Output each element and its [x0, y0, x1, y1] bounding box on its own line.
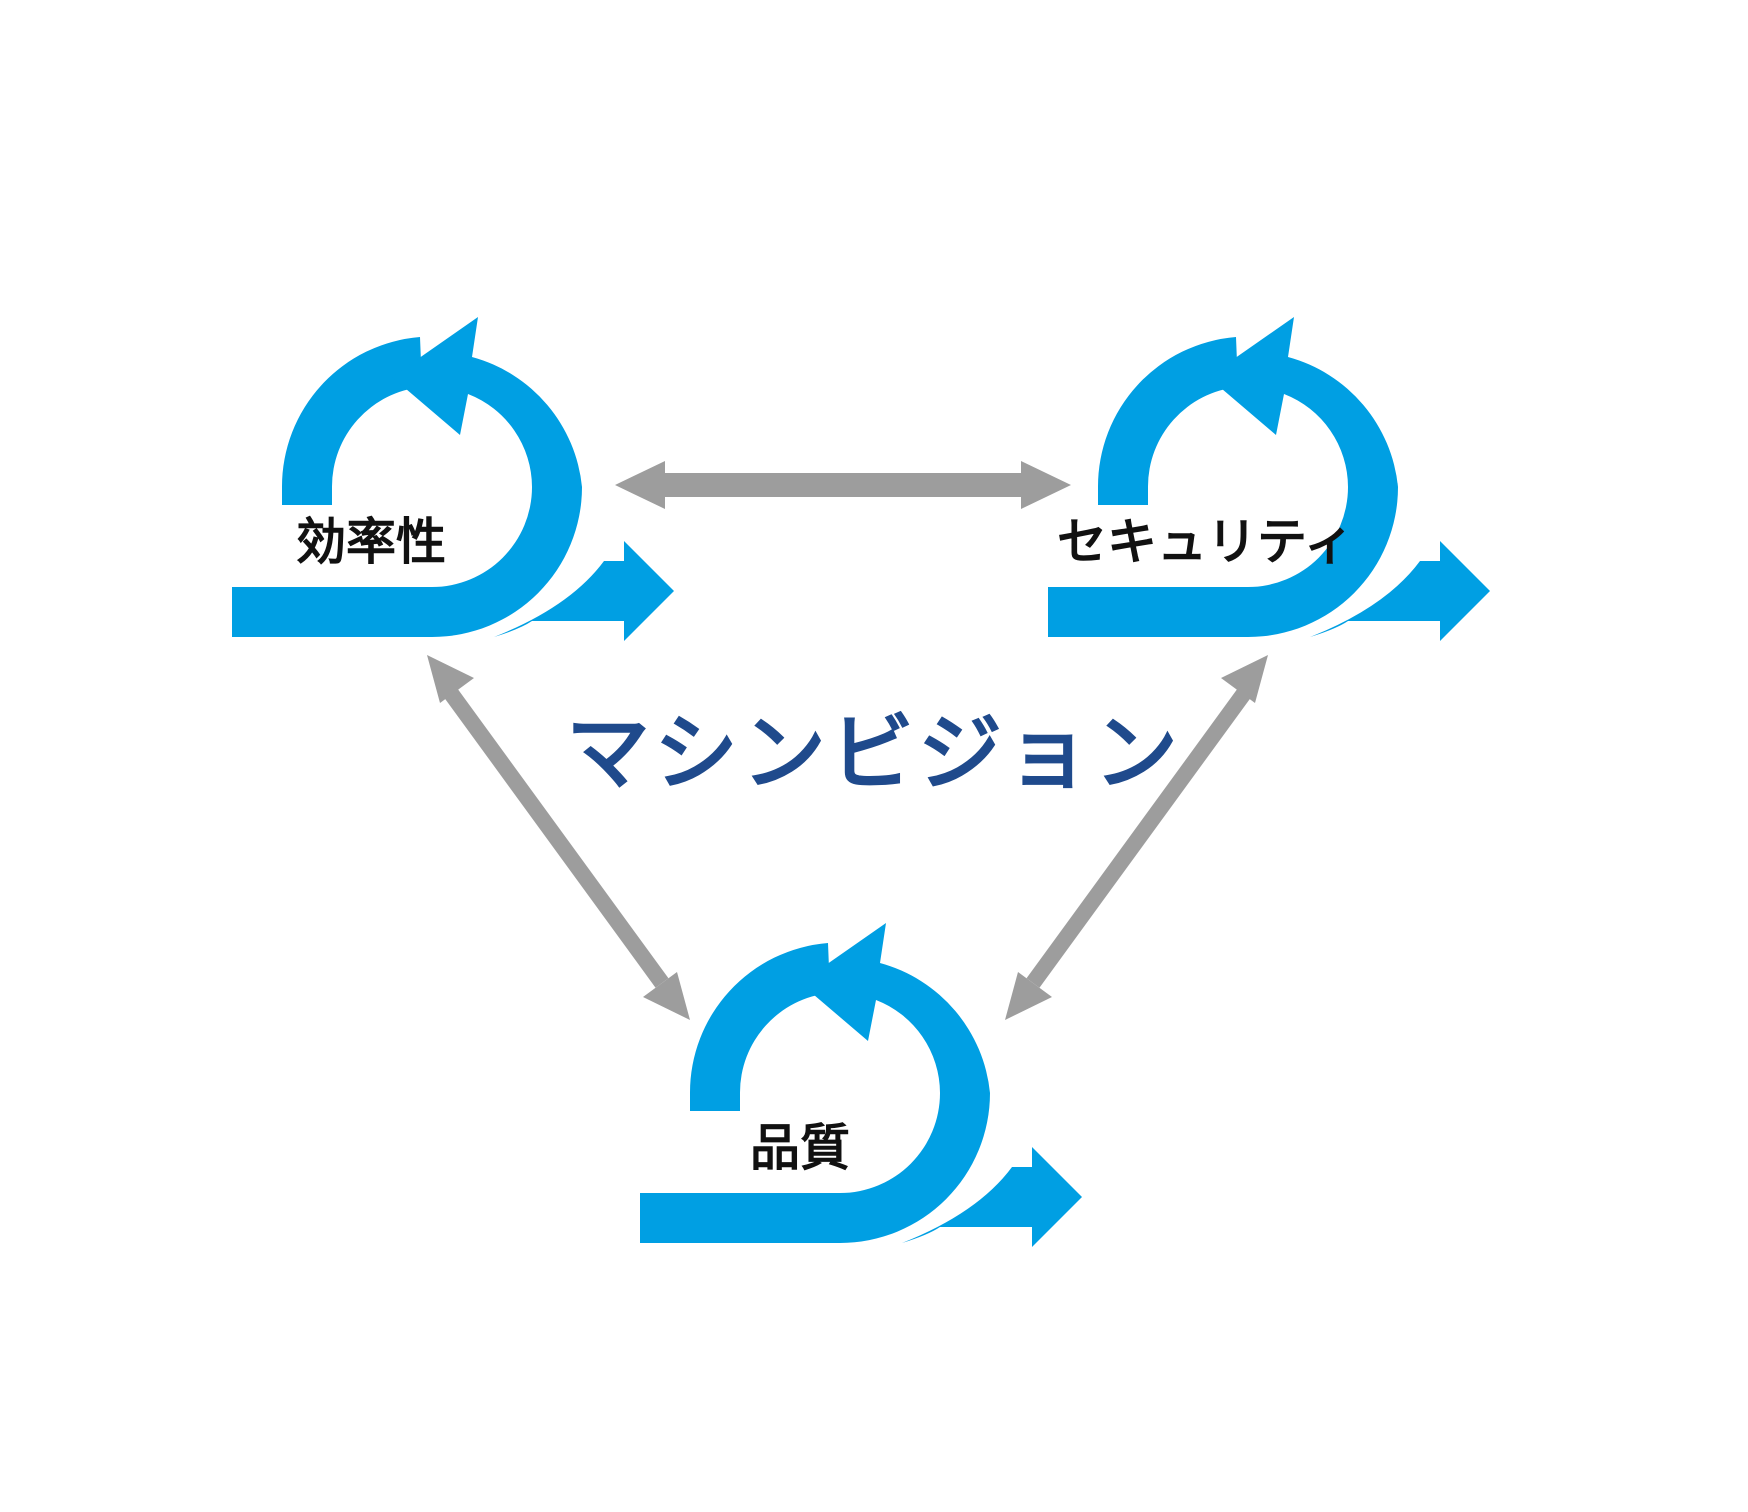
cycle-arrow-part: [494, 541, 674, 641]
node-label-efficiency: 効率性: [296, 513, 446, 571]
cycle-arrow-part: [902, 1147, 1082, 1247]
cycle-arrow-part: [1310, 541, 1490, 641]
cycle-arrow-part: [281, 337, 422, 505]
cycle-arrow-part: [1097, 337, 1238, 505]
double-arrow-icon: [615, 461, 1071, 509]
connector-line: [1026, 687, 1252, 988]
connector-line: [443, 687, 669, 988]
arrowhead-icon: [1221, 655, 1268, 703]
arrowhead-icon: [1005, 972, 1052, 1020]
center-title: マシンビジョン: [566, 704, 1182, 802]
connector-efficiency-quality: [427, 655, 690, 1020]
node-label-security: セキュリティ: [1057, 513, 1354, 571]
node-security: セキュリティ: [1048, 317, 1490, 641]
cycle-arrow-part: [232, 317, 582, 637]
arrowhead-icon: [427, 655, 474, 703]
cycle-arrow-icon: [640, 923, 1082, 1247]
cycle-arrow-icon: [232, 317, 674, 641]
cycle-arrow-icon: [1048, 317, 1490, 641]
cycle-arrow-part: [640, 923, 990, 1243]
connector-efficiency-security: [615, 461, 1071, 509]
node-efficiency: 効率性: [232, 317, 674, 641]
cycle-arrow-part: [1048, 317, 1398, 637]
node-label-quality: 品質: [750, 1119, 850, 1177]
arrowhead-icon: [643, 972, 690, 1020]
connector-security-quality: [1005, 655, 1268, 1020]
node-quality: 品質: [640, 923, 1082, 1247]
cycle-arrow-part: [689, 943, 830, 1111]
